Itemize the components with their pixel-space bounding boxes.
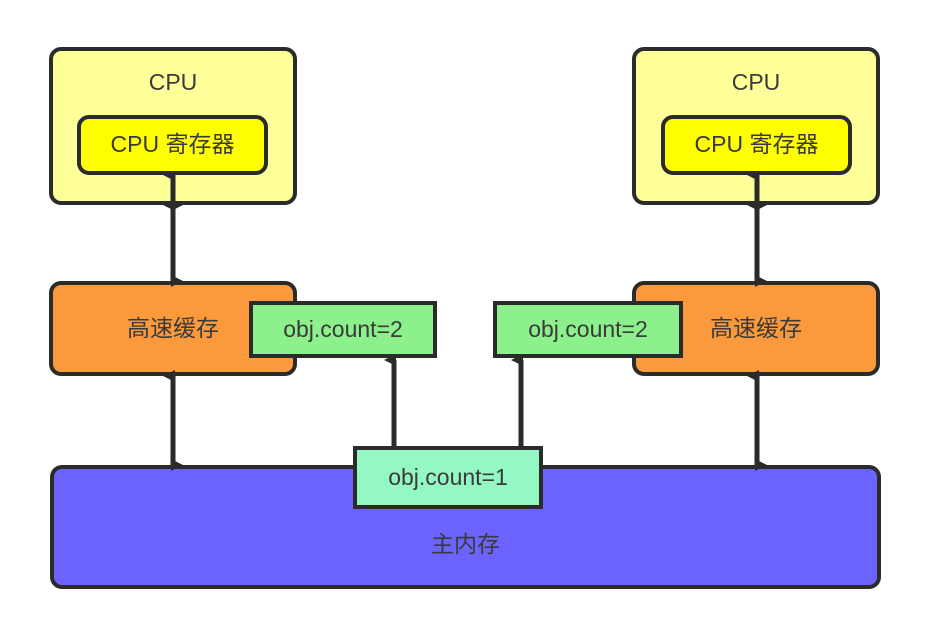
right-cpu-register-label: CPU 寄存器 [694, 131, 819, 158]
main-memory-box[interactable]: 主内存 [50, 465, 881, 589]
left-cache-value-label: obj.count=2 [283, 315, 403, 342]
left-cache-label: 高速缓存 [127, 314, 219, 341]
left-cpu-register-label: CPU 寄存器 [110, 131, 235, 158]
right-cache-value-box[interactable]: obj.count=2 [493, 301, 683, 358]
right-cpu-label: CPU [731, 69, 781, 95]
right-cache-label: 高速缓存 [710, 314, 802, 341]
main-memory-value-label: obj.count=1 [388, 463, 508, 490]
right-cache-value-label: obj.count=2 [528, 315, 648, 342]
left-cpu-label: CPU [148, 69, 198, 95]
right-cpu-register-box[interactable]: CPU 寄存器 [661, 115, 852, 175]
main-memory-label: 主内存 [431, 531, 500, 558]
left-cpu-register-box[interactable]: CPU 寄存器 [77, 115, 268, 175]
left-cache-value-box[interactable]: obj.count=2 [249, 301, 437, 358]
main-memory-value-box[interactable]: obj.count=1 [353, 446, 543, 509]
